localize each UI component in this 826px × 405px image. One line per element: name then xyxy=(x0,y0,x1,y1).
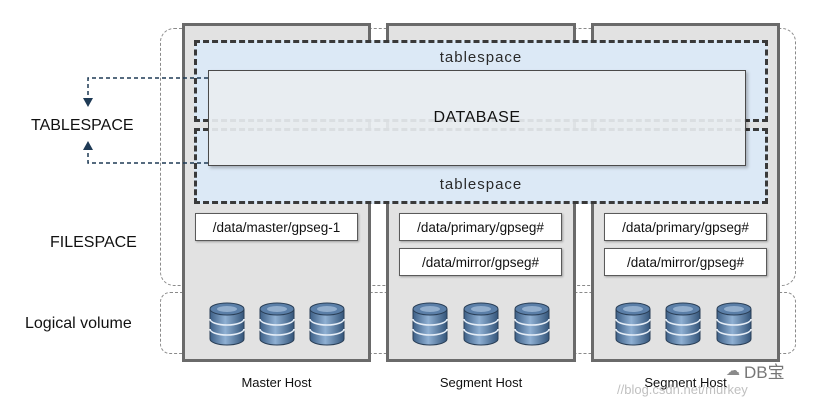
disk-cylinder-icon xyxy=(208,301,246,347)
tablespace-bottom-label: tablespace xyxy=(439,176,523,193)
disk-cylinder-icon xyxy=(411,301,449,347)
segment2-mirror-path-box: /data/mirror/gpseg# xyxy=(604,248,767,276)
disk-cylinder-icon xyxy=(664,301,702,347)
watermark-brand-label: DB宝 xyxy=(744,363,785,382)
wechat-icon: ☁ xyxy=(726,362,740,378)
disk-cylinder-icon xyxy=(614,301,652,347)
tablespace-side-label: TABLESPACE xyxy=(31,117,134,134)
arrow-up-icon xyxy=(83,141,93,150)
master-host-label: Master Host xyxy=(241,375,312,390)
arrow-down-icon xyxy=(83,98,93,107)
watermark-url: //blog.csdn.net/murkey xyxy=(617,382,748,397)
segment1-mirror-path-box: /data/mirror/gpseg# xyxy=(399,248,562,276)
disk-cylinder-icon xyxy=(308,301,346,347)
disk-cylinder-icon xyxy=(258,301,296,347)
watermark-brand: ☁ DB宝 xyxy=(726,358,785,383)
disk-cylinder-icon xyxy=(462,301,500,347)
segment1-primary-path-box: /data/primary/gpseg# xyxy=(399,213,562,241)
disk-cylinder-icon xyxy=(513,301,551,347)
tablespace-top-label: tablespace xyxy=(439,49,523,66)
segment-host-label-2: Segment Host xyxy=(644,375,727,390)
segment2-primary-path-box: /data/primary/gpseg# xyxy=(604,213,767,241)
master-path-box: /data/master/gpseg-1 xyxy=(195,213,358,241)
disk-cylinder-icon xyxy=(715,301,753,347)
filespace-side-label: FILESPACE xyxy=(50,234,137,251)
database-label: DATABASE xyxy=(433,109,521,126)
tablespace-arrows xyxy=(83,77,208,164)
logical-volume-side-label: Logical volume xyxy=(25,315,132,332)
segment-host-label-1: Segment Host xyxy=(439,375,523,390)
database-box: DATABASE xyxy=(208,70,746,166)
